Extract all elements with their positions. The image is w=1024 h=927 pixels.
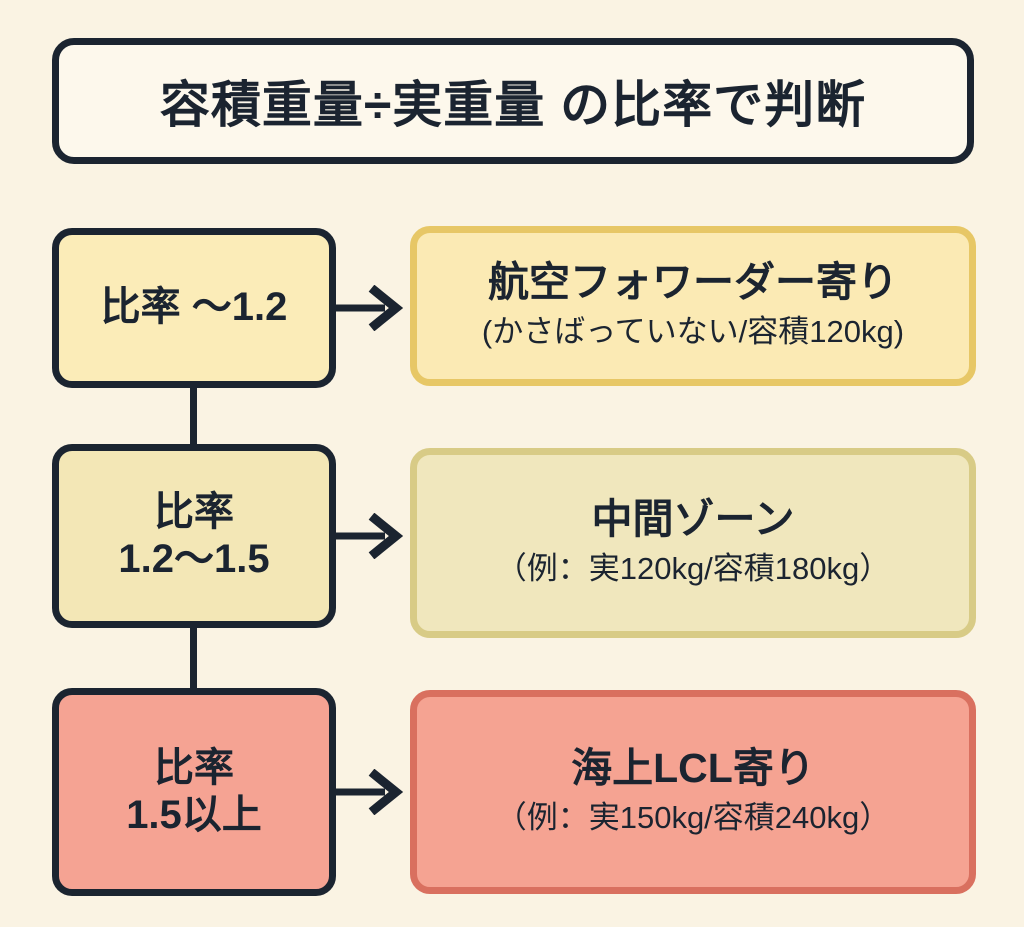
condition-box-2-line1: 比率	[154, 489, 234, 534]
condition-box-3: 比率 1.5以上	[52, 688, 336, 896]
result-box-1: 航空フォワーダー寄り (かさばっていない/容積120kg)	[410, 226, 976, 386]
connector-line-2-to-3	[190, 622, 197, 694]
result-box-3: 海上LCL寄り （例：実150kg/容積240kg）	[410, 690, 976, 894]
title-banner: 容積重量÷実重量 の比率で判断	[52, 38, 974, 164]
page-title: 容積重量÷実重量 の比率で判断	[159, 77, 867, 133]
result-box-2-title: 中間ゾーン	[591, 496, 795, 543]
result-box-3-subtitle: （例：実150kg/容積240kg）	[495, 800, 891, 836]
connector-line-1-to-2	[190, 382, 197, 450]
arrow-right-icon-1	[333, 285, 404, 331]
arrow-right-icon-3	[333, 769, 404, 815]
result-box-3-title: 海上LCL寄り	[571, 745, 815, 792]
condition-box-1: 比率 ～1.2	[52, 228, 336, 388]
result-box-1-title: 航空フォワーダー寄り	[488, 259, 898, 306]
result-box-2: 中間ゾーン （例：実120kg/容積180kg）	[410, 448, 976, 638]
condition-box-3-line2: 1.5以上	[126, 793, 262, 837]
condition-box-2: 比率 1.2～1.5	[52, 444, 336, 628]
result-box-2-subtitle: （例：実120kg/容積180kg）	[495, 551, 891, 587]
condition-box-1-line1: 比率 ～1.2	[100, 285, 288, 330]
arrow-right-icon-2	[333, 513, 404, 559]
condition-box-2-line2: 1.2～1.5	[118, 537, 270, 581]
condition-box-3-line1: 比率	[154, 745, 234, 790]
result-box-1-subtitle: (かさばっていない/容積120kg)	[481, 314, 905, 350]
